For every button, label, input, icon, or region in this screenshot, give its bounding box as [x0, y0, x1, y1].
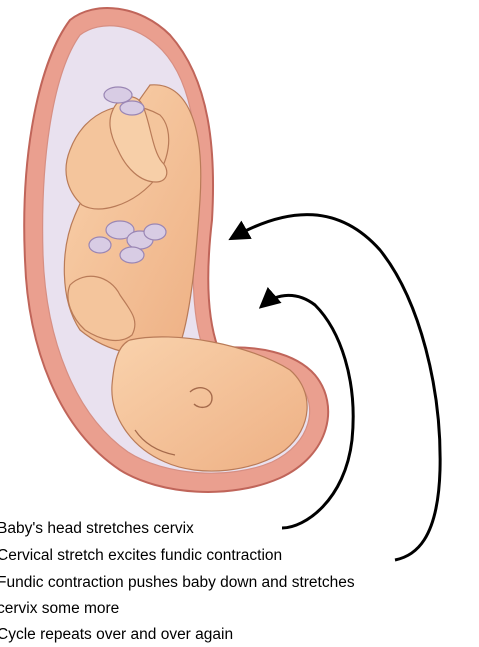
caption-line: cervix some more — [0, 600, 119, 618]
caption-line: Baby's head stretches cervix — [0, 520, 194, 538]
caption-line: Cycle repeats over and over again — [0, 626, 233, 644]
caption-line: Fundic contraction pushes baby down and … — [0, 574, 355, 592]
caption-line: Cervical stretch excites fundic contract… — [0, 547, 282, 565]
